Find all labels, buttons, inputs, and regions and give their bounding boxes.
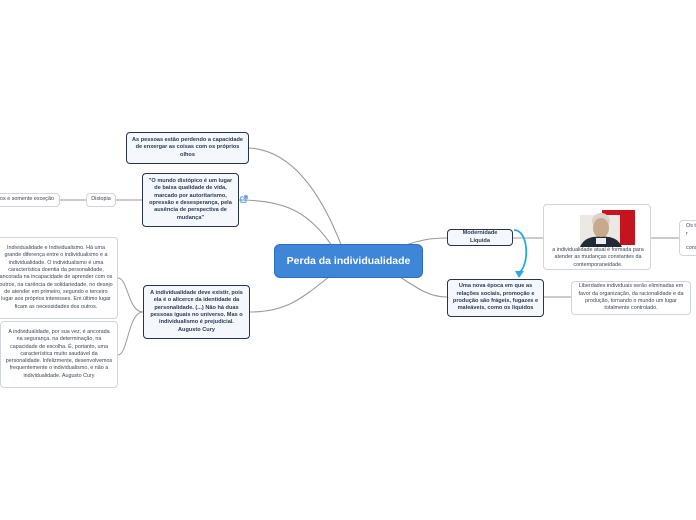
relationship-arrowhead [515, 271, 524, 278]
central-topic-label: Perda da individualidade [287, 255, 411, 267]
relationship-arrow[interactable] [514, 230, 526, 272]
caption-text: a individualidade atual é formada para a… [552, 247, 643, 268]
topic-label: Uma nova época em que as relações sociai… [452, 283, 539, 313]
connector-center-t1 [249, 148, 342, 247]
note-text: Individualidade e Individualismo. Há uma… [0, 245, 113, 311]
connector-center-t2 [239, 200, 333, 247]
external-link-icon[interactable] [240, 195, 248, 203]
subtopic-liberdades-individuais[interactable]: Liberdades individuais serão eliminadas … [571, 281, 691, 315]
topic-label: A individualidade deve existir, pois ela… [148, 290, 245, 335]
topic-individualidade-deve-existir[interactable]: A individualidade deve existir, pois ela… [143, 285, 250, 339]
note-individualidade-individualismo[interactable]: Individualidade e Individualismo. Há uma… [0, 237, 118, 319]
portrait-image [544, 207, 652, 251]
central-topic[interactable]: Perda da individualidade [275, 245, 422, 277]
note-individualidade-segurança[interactable]: A individualidade, por sua vez, é ancora… [0, 321, 118, 388]
connector-center-t3 [250, 276, 330, 312]
topic-perdendo-capacidade[interactable]: As pessoas estão perdendo a capacidade d… [126, 132, 249, 164]
topic-label: Modernidade Liquida [452, 230, 508, 245]
subtopic-distopia[interactable]: Distopia [86, 193, 116, 207]
image-node-bauman[interactable]: a individualidade atual é formada para a… [543, 204, 651, 270]
subtopic-label: Distopia [91, 196, 110, 203]
note-text: A individualidade, por sua vez, é ancora… [5, 329, 113, 380]
subtopic-label: os e somente exceção [0, 196, 54, 203]
topic-mundo-distopico[interactable]: "O mundo distópico é um lugar de baixa q… [142, 173, 239, 227]
subtopic-distopia-child[interactable]: os e somente exceção [0, 193, 60, 207]
image-caption: a individualidade atual é formada para a… [546, 247, 650, 269]
topic-modernidade-liquida[interactable]: Modernidade Liquida [447, 229, 513, 246]
connector-t3-cury1 [118, 278, 143, 312]
subtopic-right-cutoff[interactable]: Os t r cons [679, 220, 696, 256]
subtopic-label: Os t r cons [686, 223, 696, 252]
topic-label: "O mundo distópico é um lugar de baixa q… [147, 178, 234, 223]
topic-label: As pessoas estão perdendo a capacidade d… [131, 137, 244, 159]
topic-nova-epoca[interactable]: Uma nova época em que as relações sociai… [447, 279, 544, 317]
subtopic-label: Liberdades individuais serão eliminadas … [576, 283, 686, 312]
connector-center-t5 [400, 277, 447, 297]
connector-t3-cury2 [118, 312, 143, 355]
